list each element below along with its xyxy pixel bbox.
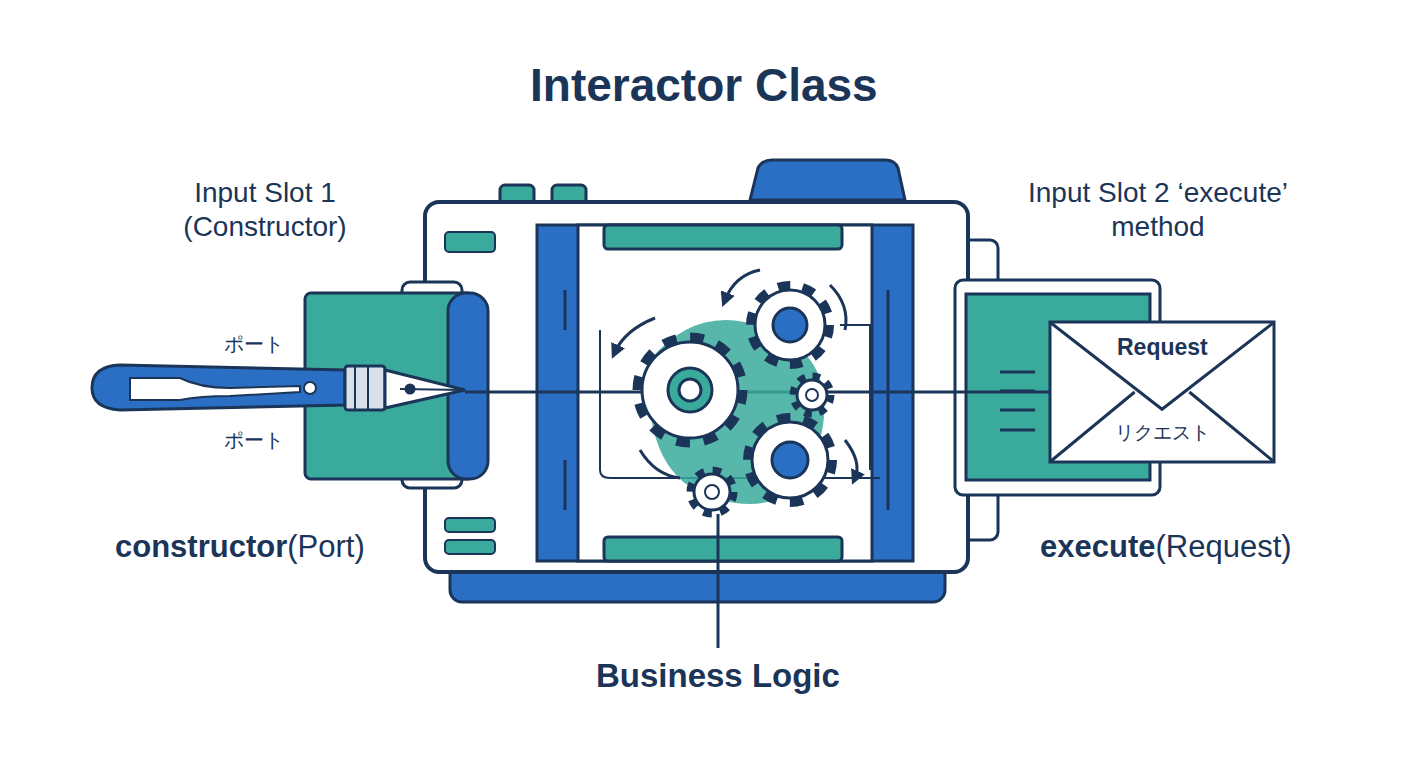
slot-label: Input Slot 2 ‘execute’ method [1013,176,1303,243]
business-logic-label: Business Logic [596,656,840,696]
port-label: ポート [222,332,286,356]
request-envelope: Request リクエスト [1048,320,1276,464]
envelope-heading: Request [1114,334,1211,362]
method-signature: constructor(Port) [115,528,365,565]
method-signature: execute(Request) [1040,528,1292,565]
diagram-title: Interactor Class [530,58,878,113]
slot-label: Input Slot 1 (Constructor) [135,176,395,243]
envelope-subtext: リクエスト [1112,422,1213,445]
port-label: ポート [222,428,286,452]
